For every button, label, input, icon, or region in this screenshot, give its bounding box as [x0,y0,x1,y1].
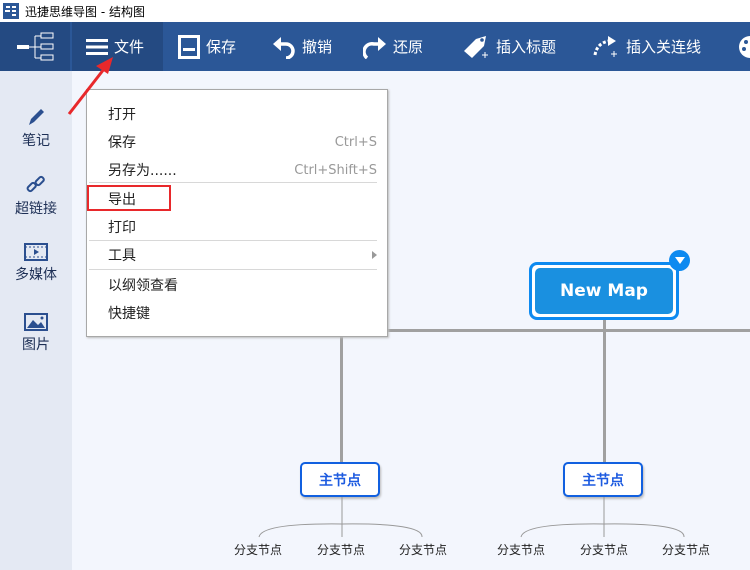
image-icon [24,313,48,331]
menu-separator [89,182,377,183]
file-menu-button[interactable]: 文件 [72,22,163,71]
window-title: 迅捷思维导图 - 结构图 [25,4,145,19]
insert-title-button[interactable]: 插入标题 [462,22,556,71]
menu-item-shortcuts[interactable]: 快捷键 [108,301,377,325]
tag-icon [464,35,488,58]
sidebar-item-multimedia[interactable]: 多媒体 [0,243,72,284]
branch-node[interactable]: 分支节点 [316,543,365,557]
structure-icon [17,32,54,60]
sidebar-label: 图片 [22,337,50,353]
connector-line [340,330,343,463]
app-logo-icon [3,3,19,19]
menu-label: 保存 [108,135,136,151]
undo-label: 撤销 [302,38,333,56]
menu-separator [89,240,377,241]
insert-connector-button[interactable]: 插入关连线 [592,22,701,71]
branch-node[interactable]: 分支节点 [398,543,447,557]
menu-item-export[interactable]: 导出 [108,187,377,211]
redo-icon [363,36,386,59]
sidebar-label: 超链接 [15,201,57,217]
menu-item-print[interactable]: 打印 [108,215,377,239]
menu-shortcut: Ctrl+Shift+S [294,162,377,178]
root-node-label: New Map [535,268,673,314]
menu-item-tools[interactable]: 工具 [108,243,377,267]
menu-label: 导出 [108,192,136,208]
menu-icon [86,38,108,55]
insert-title-label: 插入标题 [496,38,557,56]
save-icon [178,34,200,59]
sidebar-label: 笔记 [22,133,50,149]
menu-item-save-as[interactable]: 另存为...... Ctrl+Shift+S [108,158,377,182]
root-node[interactable]: New Map [529,262,679,320]
menu-label: 打印 [108,220,136,236]
link-icon [26,175,45,193]
submenu-arrow-icon [372,251,377,259]
menu-item-open[interactable]: 打开 [108,102,377,126]
undo-icon [273,36,295,59]
main-node[interactable]: 主节点 [563,462,643,497]
save-button[interactable]: 保存 [178,22,236,71]
connector-icon [593,35,617,57]
highlight-box [87,185,171,211]
file-label: 文件 [114,38,145,56]
sidebar-item-note[interactable]: 笔记 [0,107,72,150]
insert-connector-label: 插入关连线 [626,38,702,56]
structure-view-button[interactable] [0,22,70,71]
connector-line [340,329,750,332]
palette-icon [739,35,750,58]
menu-item-save[interactable]: 保存 Ctrl+S [108,130,377,154]
branch-node[interactable]: 分支节点 [579,543,628,557]
menu-item-outline-view[interactable]: 以纲领查看 [108,273,377,297]
main-node[interactable]: 主节点 [300,462,380,497]
save-label: 保存 [206,38,237,56]
pencil-icon [29,109,44,125]
menu-label: 工具 [108,248,136,264]
sidebar-item-hyperlink[interactable]: 超链接 [0,175,72,218]
triangle-down-icon [674,256,685,264]
menu-label: 打开 [108,107,136,123]
root-node-collapse-button[interactable] [669,250,690,271]
theme-button[interactable] [736,22,750,71]
sidebar: 笔记 超链接 多媒体 图片 [0,71,72,570]
branch-node[interactable]: 分支节点 [233,543,282,557]
toolbar: 文件 保存 撤销 还原 插入标题 插入关连线 [0,22,750,71]
connector-line [603,316,606,463]
branch-node[interactable]: 分支节点 [496,543,545,557]
sidebar-label: 多媒体 [15,267,57,283]
menu-shortcut: Ctrl+S [334,134,377,150]
video-icon [24,243,48,261]
menu-label: 另存为...... [108,163,177,179]
undo-button[interactable]: 撤销 [272,22,332,71]
menu-label: 快捷键 [108,306,150,322]
redo-label: 还原 [393,38,424,56]
menu-label: 以纲领查看 [108,278,178,294]
title-bar: 迅捷思维导图 - 结构图 [0,0,750,22]
menu-separator [89,269,377,270]
sidebar-item-image[interactable]: 图片 [0,313,72,354]
branch-node[interactable]: 分支节点 [661,543,710,557]
redo-button[interactable]: 还原 [363,22,423,71]
